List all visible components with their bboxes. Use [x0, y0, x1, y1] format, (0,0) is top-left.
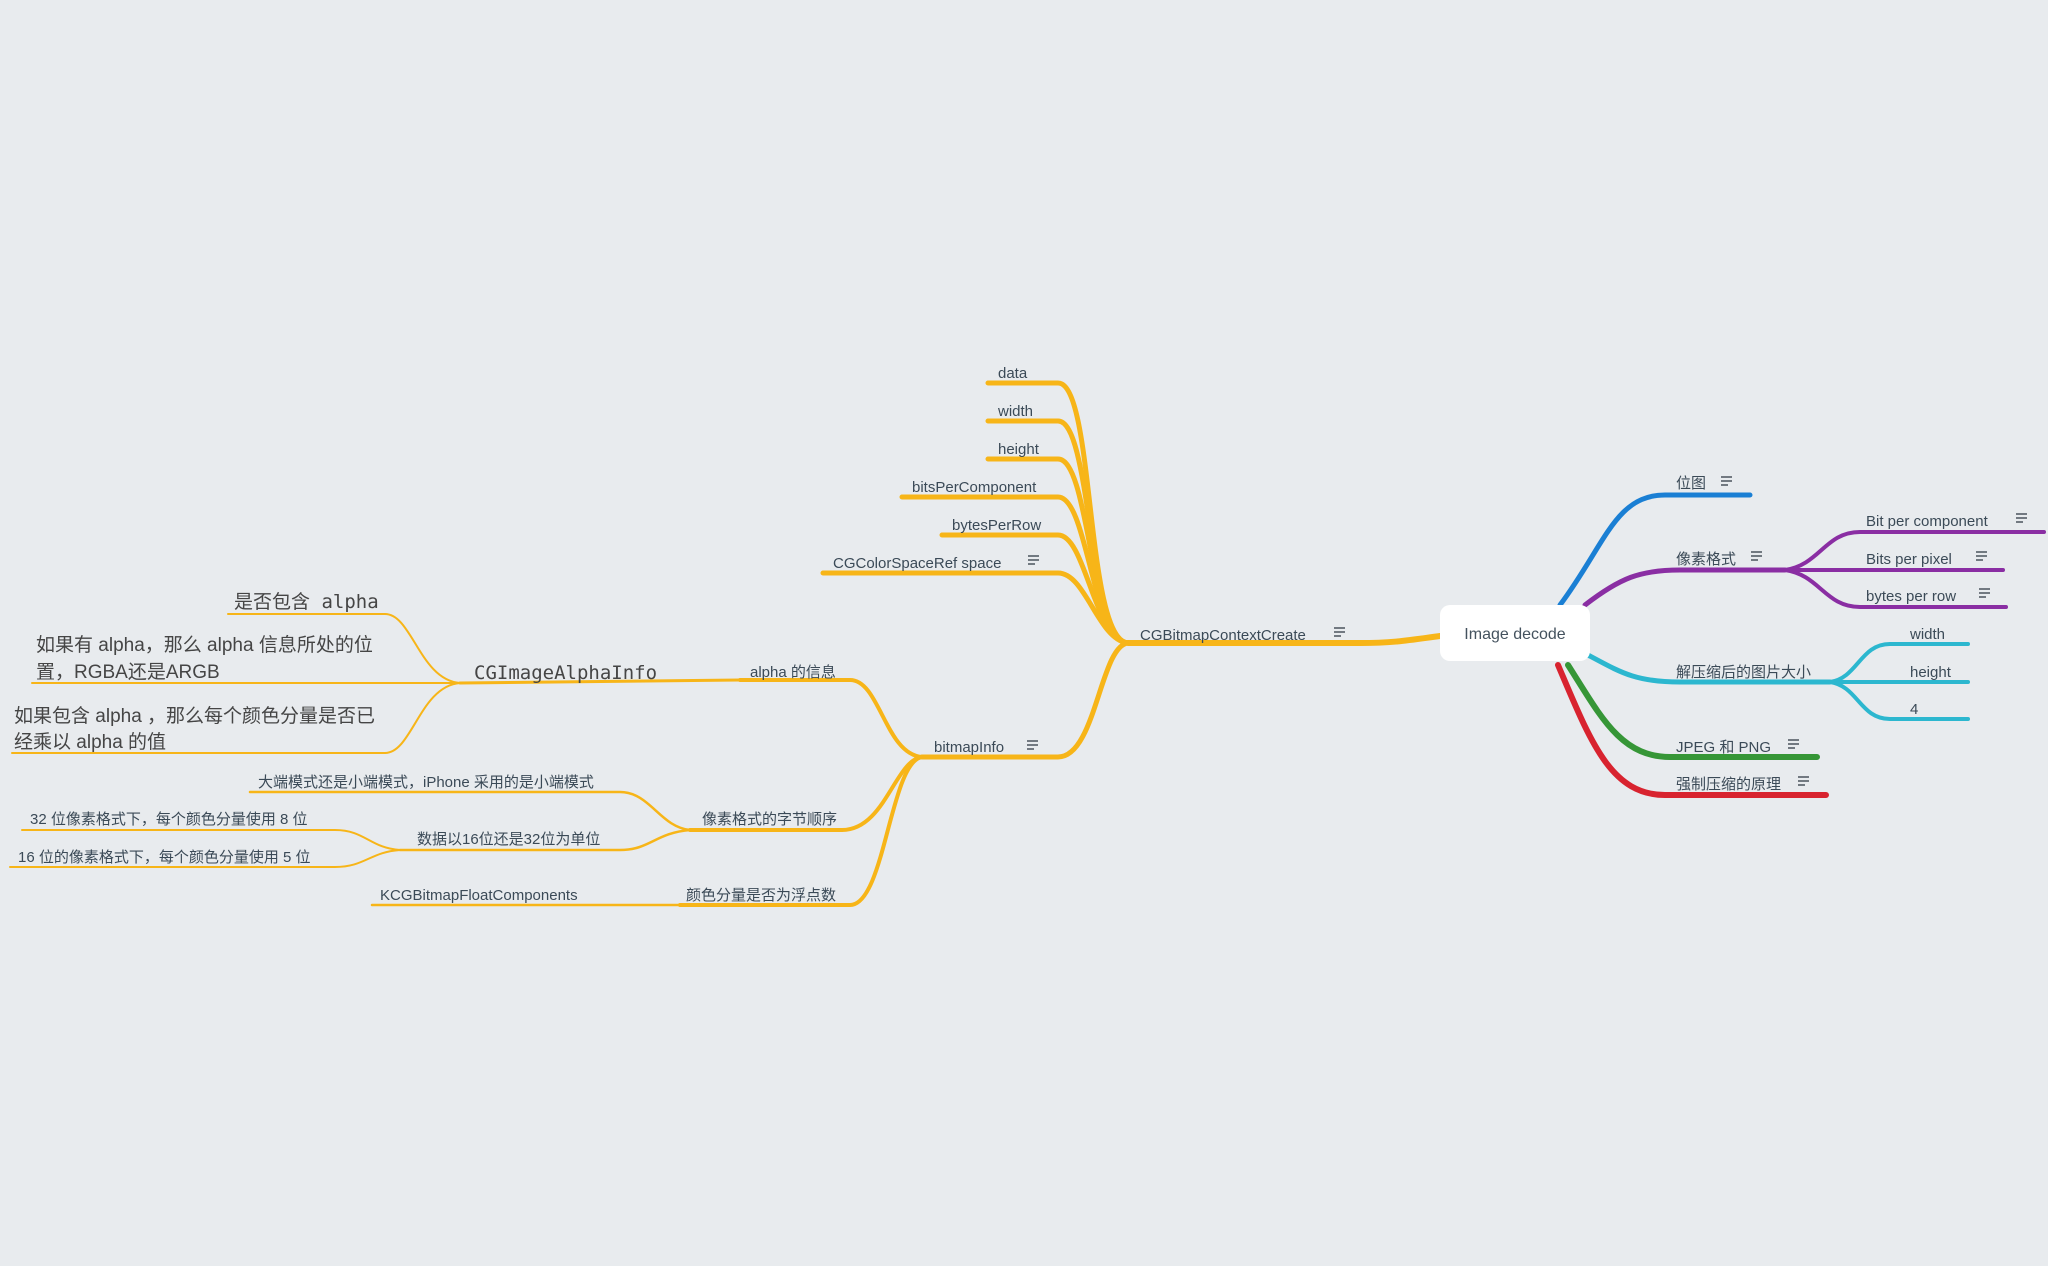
node-decoded-4[interactable]: 4 — [1910, 701, 1918, 718]
node-pixel-format[interactable]: 像素格式 — [1676, 551, 1762, 568]
node-decoded-height[interactable]: height — [1910, 664, 1952, 681]
connector-bitmapinfo-children — [678, 678, 924, 907]
node-byte-order[interactable]: 像素格式的字节顺序 — [702, 811, 837, 828]
node-bitmapinfo[interactable]: bitmapInfo — [934, 739, 1038, 756]
param-height[interactable]: height — [998, 441, 1040, 458]
connector-force-decode — [1555, 662, 1829, 798]
note-icon — [1976, 551, 1987, 561]
node-alpha-info[interactable]: alpha 的信息 — [750, 664, 836, 681]
params-group: data width height bitsPerComponent bytes… — [833, 365, 1041, 572]
node-bits-per-pixel-label: Bits per pixel — [1866, 551, 1952, 568]
node-premultiplied-line2: 经乘以 alpha 的值 — [14, 731, 166, 753]
node-context-create[interactable]: CGBitmapContextCreate — [1140, 627, 1345, 644]
node-alpha-position[interactable]: 如果有 alpha，那么 alpha 信息所处的位 置，RGBA还是ARGB — [36, 634, 373, 683]
connector-bitmap — [1557, 492, 1753, 608]
note-icon — [2016, 513, 2027, 523]
node-endianness[interactable]: 大端模式还是小端模式，iPhone 采用的是小端模式 — [258, 774, 594, 791]
connector-alpha-struct — [458, 678, 742, 685]
param-data[interactable]: data — [998, 365, 1028, 382]
note-icon — [1028, 555, 1039, 565]
node-bitmap[interactable]: 位图 — [1676, 475, 1732, 492]
node-pixel-format-label: 像素格式 — [1676, 551, 1736, 568]
node-unit[interactable]: 数据以16位还是32位为单位 — [417, 831, 600, 848]
connector-decoded-size — [1585, 652, 1833, 685]
note-icon — [1721, 476, 1732, 486]
node-context-create-label: CGBitmapContextCreate — [1140, 627, 1306, 644]
note-icon — [1788, 739, 1799, 749]
node-has-alpha[interactable]: 是否包含 alpha — [234, 591, 379, 613]
decoded-size-children: width height 4 — [1909, 626, 1952, 718]
note-icon — [1751, 551, 1762, 561]
node-premultiplied[interactable]: 如果包含 alpha ，那么每个颜色分量是否已 经乘以 alpha 的值 — [14, 705, 375, 753]
node-force-decode[interactable]: 强制压缩的原理 — [1676, 776, 1809, 793]
node-float-flag[interactable]: KCGBitmapFloatComponents — [380, 887, 578, 904]
node-decoded-size[interactable]: 解压缩后的图片大小 — [1676, 664, 1811, 681]
node-alpha-position-line1: 如果有 alpha，那么 alpha 信息所处的位 — [36, 634, 373, 656]
node-bytes-per-row-label: bytes per row — [1866, 588, 1956, 605]
node-bits32[interactable]: 32 位像素格式下，每个颜色分量使用 8 位 — [30, 811, 308, 828]
node-decoded-width[interactable]: width — [1909, 626, 1945, 643]
connector-pixel-format — [1582, 567, 1788, 608]
node-cgimagealphainfo[interactable]: CGImageAlphaInfo — [474, 662, 657, 684]
node-force-decode-label: 强制压缩的原理 — [1676, 776, 1781, 793]
root-node[interactable]: Image decode — [1440, 605, 1590, 661]
node-premultiplied-line1: 如果包含 alpha ，那么每个颜色分量是否已 — [14, 705, 375, 727]
node-float[interactable]: 颜色分量是否为浮点数 — [686, 887, 836, 904]
connector-bitmapinfo — [919, 640, 1131, 760]
connectors — [9, 380, 2046, 907]
node-bits16[interactable]: 16 位的像素格式下，每个颜色分量使用 5 位 — [18, 849, 311, 866]
node-bits-per-pixel[interactable]: Bits per pixel — [1866, 551, 1987, 568]
node-alpha-position-line2: 置，RGBA还是ARGB — [36, 661, 220, 683]
param-bits-per-component[interactable]: bitsPerComponent — [912, 479, 1037, 496]
note-icon — [1027, 740, 1038, 750]
node-bit-per-component-label: Bit per component — [1866, 513, 1989, 530]
node-bitmap-label: 位图 — [1676, 475, 1706, 492]
connector-decoded-size-children — [1828, 642, 1970, 721]
connector-unit-children — [9, 829, 401, 868]
note-icon — [1798, 776, 1809, 786]
node-jpeg-png-label: JPEG 和 PNG — [1676, 739, 1771, 756]
note-icon — [1334, 627, 1345, 637]
connector-byteorder-children — [248, 790, 692, 852]
connector-params — [820, 380, 1131, 646]
param-width[interactable]: width — [997, 403, 1033, 420]
param-color-space[interactable]: CGColorSpaceRef space — [833, 555, 1001, 572]
node-bytes-per-row[interactable]: bytes per row — [1866, 588, 1990, 605]
node-bit-per-component[interactable]: Bit per component — [1866, 513, 2027, 530]
note-icon — [1979, 588, 1990, 598]
root-label: Image decode — [1464, 626, 1566, 643]
connector-pixel-format-children — [1783, 530, 2046, 609]
node-bitmapinfo-label: bitmapInfo — [934, 739, 1004, 756]
connector-alpha-struct-children — [11, 613, 461, 754]
pixel-format-children: Bit per component Bits per pixel bytes p… — [1866, 513, 2027, 605]
param-bytes-per-row[interactable]: bytesPerRow — [952, 517, 1041, 534]
connector-jpeg-png — [1565, 662, 1820, 760]
node-jpeg-png[interactable]: JPEG 和 PNG — [1676, 739, 1799, 756]
connector-root-context — [1125, 633, 1443, 646]
